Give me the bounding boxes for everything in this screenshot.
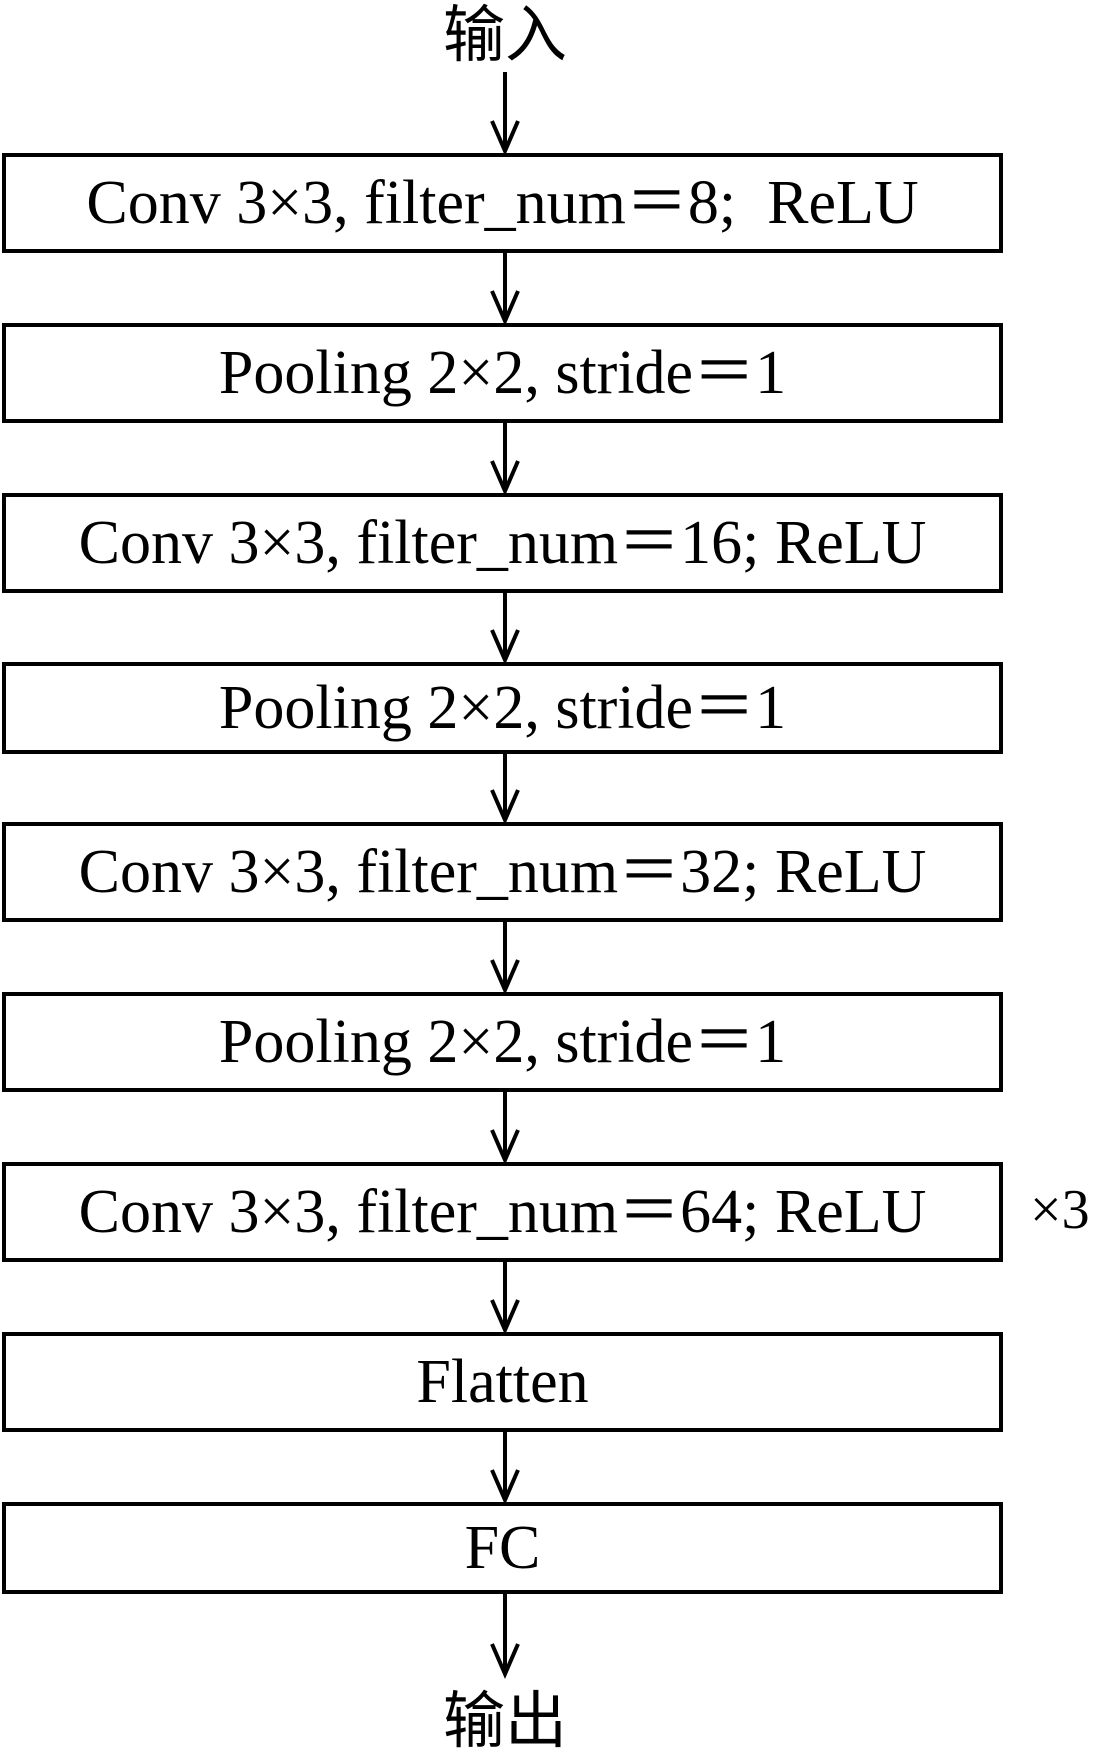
flow-arrow bbox=[490, 1594, 520, 1680]
arrow-head bbox=[490, 460, 520, 497]
flow-arrow bbox=[490, 423, 520, 497]
layer-fc: FC bbox=[2, 1502, 1003, 1594]
arrow-head bbox=[490, 1469, 520, 1506]
layer-flatten: Flatten bbox=[2, 1332, 1003, 1432]
flow-arrow bbox=[490, 593, 520, 666]
arrow-head bbox=[490, 629, 520, 666]
flow-arrow bbox=[490, 1262, 520, 1336]
arrow-head bbox=[490, 1643, 520, 1680]
input-label: 输入 bbox=[442, 0, 567, 71]
layer-conv-1: Conv 3×3, filter_num＝8; ReLU bbox=[2, 153, 1003, 253]
layer-conv-2: Conv 3×3, filter_num＝16; ReLU bbox=[2, 493, 1003, 593]
flow-arrow bbox=[490, 922, 520, 996]
output-label: 输出 bbox=[442, 1684, 567, 1757]
layer-pooling-2: Pooling 2×2, stride＝1 bbox=[2, 662, 1003, 754]
arrow-head bbox=[490, 959, 520, 996]
flow-arrow bbox=[490, 1432, 520, 1506]
arrow-head bbox=[490, 1299, 520, 1336]
flow-arrow bbox=[490, 72, 520, 157]
flow-arrow bbox=[490, 1092, 520, 1166]
layer-pooling-1: Pooling 2×2, stride＝1 bbox=[2, 323, 1003, 423]
layer-conv-4: Conv 3×3, filter_num＝64; ReLU bbox=[2, 1162, 1003, 1262]
arrow-head bbox=[490, 120, 520, 157]
flow-arrow bbox=[490, 754, 520, 826]
arrow-head bbox=[490, 1129, 520, 1166]
flow-arrow bbox=[490, 253, 520, 327]
arrow-head bbox=[490, 290, 520, 327]
repeat-count-label: ×3 bbox=[1030, 1179, 1090, 1241]
layer-pooling-3: Pooling 2×2, stride＝1 bbox=[2, 992, 1003, 1092]
arrow-head bbox=[490, 789, 520, 826]
layer-conv-3: Conv 3×3, filter_num＝32; ReLU bbox=[2, 822, 1003, 922]
